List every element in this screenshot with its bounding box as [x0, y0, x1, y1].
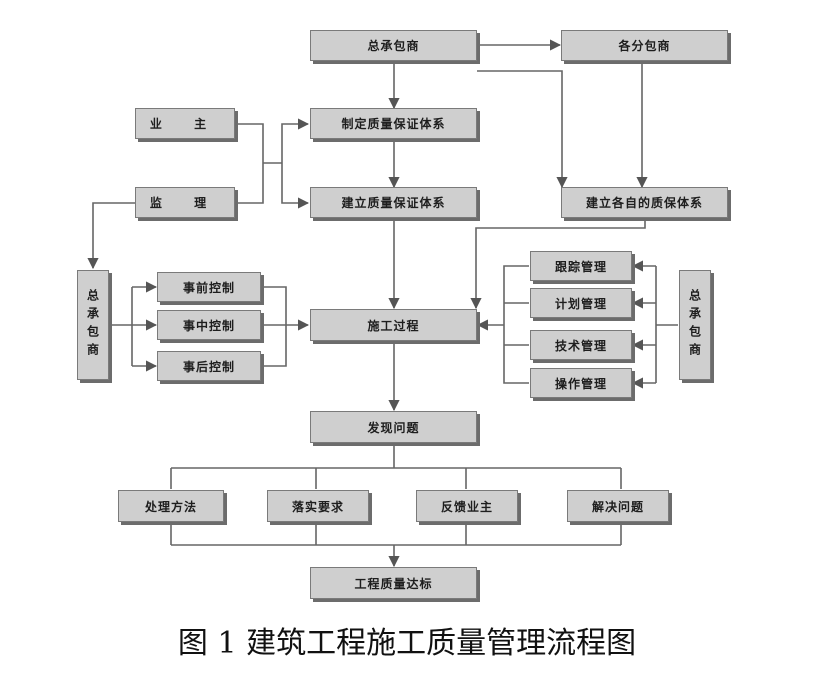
node-progress-mgmt: 跟踪管理: [530, 251, 632, 281]
node-solve-problem: 解决问题: [567, 490, 669, 522]
node-general-contractor-right: 总承包商: [679, 270, 711, 380]
line-mgmt-bus-left: [503, 265, 529, 384]
node-supervisor: 监 理: [135, 187, 235, 218]
node-plan-mgmt: 计划管理: [530, 288, 632, 318]
node-general-contractor-top: 总承包商: [310, 30, 477, 61]
arrow-to-build: [281, 163, 310, 209]
figure-caption: 图 1 建筑工程施工质量管理流程图: [177, 626, 637, 661]
node-subcontractors: 各分包商: [561, 30, 728, 61]
node-implement-requirement: 落实要求: [267, 490, 369, 522]
node-owner: 业 主: [135, 108, 235, 139]
node-mid-control: 事中控制: [157, 310, 261, 340]
node-post-control: 事后控制: [157, 351, 261, 381]
node-build-own-system: 建立各自的质保体系: [561, 187, 728, 218]
arrow-own-to-construct: [470, 218, 646, 310]
node-general-contractor-left: 总承包商: [77, 270, 109, 380]
node-handle-method: 处理方法: [118, 490, 224, 522]
node-construction-process: 施工过程: [310, 309, 477, 341]
node-quality-target: 工程质量达标: [310, 567, 477, 599]
node-tech-mgmt: 技术管理: [530, 330, 632, 360]
line-controls-bus-right: [262, 286, 287, 367]
line-supervisor: [235, 163, 264, 204]
node-find-problem: 发现问题: [310, 411, 477, 443]
line-owner: [235, 123, 264, 163]
arrow-to-make: [281, 118, 310, 163]
node-make-quality-system: 制定质量保证体系: [310, 108, 477, 139]
node-feedback-owner: 反馈业主: [416, 490, 518, 522]
node-operation-mgmt: 操作管理: [530, 368, 632, 398]
node-build-quality-system: 建立质量保证体系: [310, 187, 477, 218]
arrow-sup-to-gc-left: [87, 202, 135, 270]
node-pre-control: 事前控制: [157, 272, 261, 302]
arrow-gc-to-own: [477, 70, 568, 189]
